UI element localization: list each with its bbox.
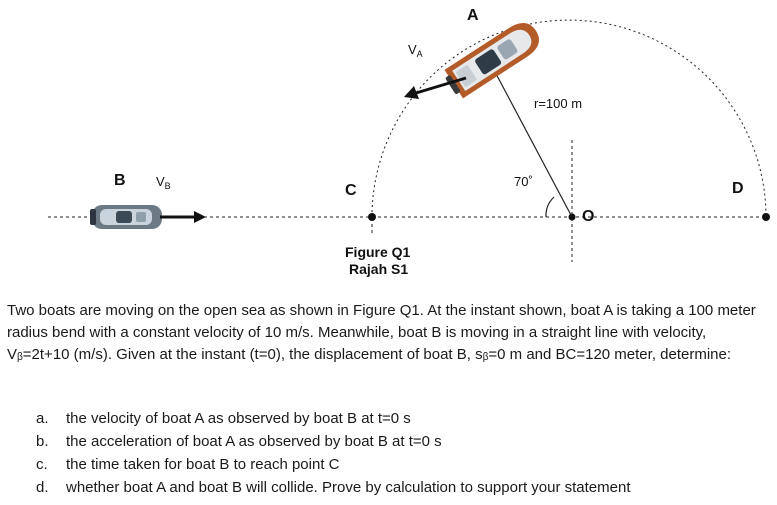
point-d-dot <box>762 213 770 221</box>
figure-q1-diagram: A B C D O VA VB r=100 m 70˚ Figure Q1 Ra… <box>48 7 770 277</box>
question-letter: c. <box>36 456 48 473</box>
label-velocity-b: VB <box>156 174 171 191</box>
velocity-arrow-b-icon <box>160 211 206 223</box>
label-point-c: C <box>345 182 357 199</box>
label-point-a: A <box>467 7 479 24</box>
label-point-b: B <box>114 172 126 189</box>
point-c-dot <box>368 213 376 221</box>
list-item: b. the acceleration of boat A as observe… <box>36 430 766 453</box>
question-text: whether boat A and boat B will collide. … <box>66 479 631 496</box>
problem-statement: Two boats are moving on the open sea as … <box>7 302 756 363</box>
angle-arc <box>545 196 555 218</box>
question-letter: d. <box>36 479 49 496</box>
list-item: c. the time taken for boat B to reach po… <box>36 453 766 476</box>
boat-b-icon <box>90 205 162 229</box>
question-letter: a. <box>36 410 49 427</box>
question-text: the acceleration of boat A as observed b… <box>66 433 442 450</box>
label-point-o: O <box>582 208 594 225</box>
figure-caption-2: Rajah S1 <box>349 261 408 277</box>
label-angle: 70˚ <box>514 174 533 189</box>
point-o-dot <box>568 213 576 221</box>
question-list: a. the velocity of boat A as observed by… <box>36 407 766 499</box>
label-velocity-a: VA <box>408 42 423 59</box>
list-item: d. whether boat A and boat B will collid… <box>36 476 766 499</box>
velocity-arrow-a-icon <box>404 76 467 99</box>
arc-path-dotted <box>371 19 767 218</box>
radius-line <box>493 69 573 218</box>
question-text: the velocity of boat A as observed by bo… <box>66 410 411 427</box>
label-point-d: D <box>732 180 744 197</box>
boat-a-icon <box>444 23 539 99</box>
question-text: the time taken for boat B to reach point… <box>66 456 340 473</box>
figure-caption-1: Figure Q1 <box>345 244 411 260</box>
label-radius: r=100 m <box>534 96 582 111</box>
list-item: a. the velocity of boat A as observed by… <box>36 407 766 430</box>
question-letter: b. <box>36 433 49 450</box>
